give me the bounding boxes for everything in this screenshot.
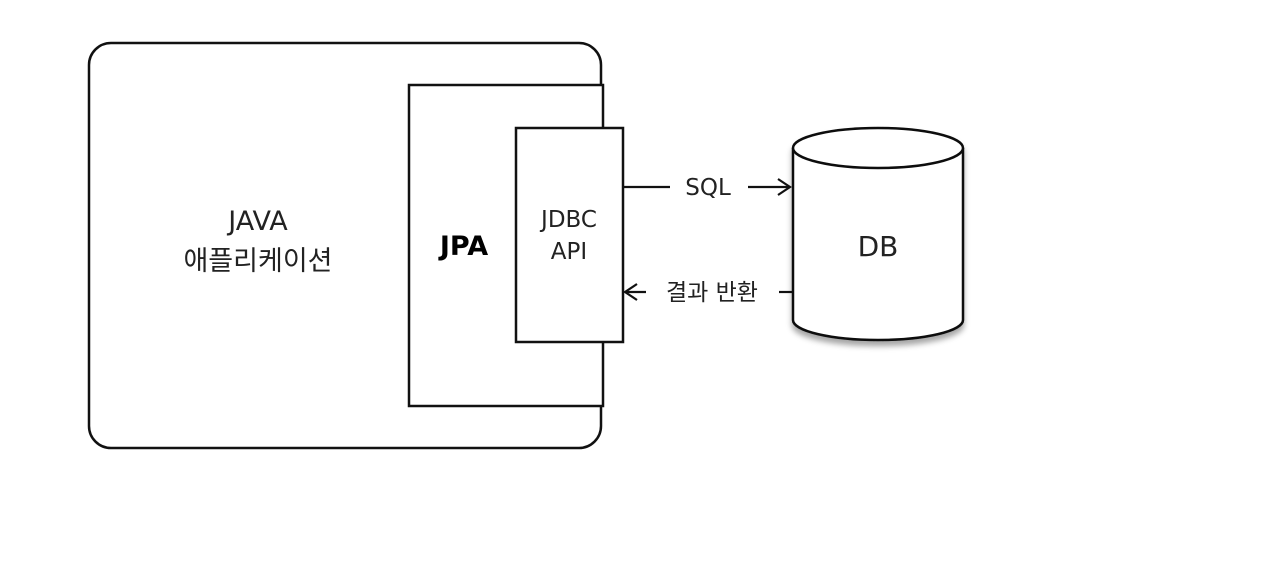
database-cylinder-body bbox=[791, 148, 965, 342]
database-cylinder bbox=[791, 126, 965, 342]
jdbc-api-box bbox=[514, 126, 625, 344]
application-title-line2: 애플리케이션 bbox=[183, 246, 332, 277]
result-arrow-label: 결과 반환 bbox=[666, 280, 758, 306]
jdbc-label-line1: JDBC bbox=[539, 207, 597, 233]
application-title-line1: JAVA bbox=[226, 206, 288, 237]
sql-arrow-label: SQL bbox=[685, 175, 731, 201]
sql-arrowhead-icon bbox=[777, 178, 792, 196]
jdbc-label-line2: API bbox=[551, 239, 587, 265]
jpa-label: JPA bbox=[438, 231, 488, 262]
database-cylinder-top bbox=[791, 126, 965, 170]
sql-request-arrow: SQL bbox=[623, 175, 792, 201]
result-arrowhead-icon bbox=[623, 283, 638, 301]
database-label: DB bbox=[858, 230, 899, 263]
result-return-arrow: 결과 반환 bbox=[623, 280, 793, 306]
